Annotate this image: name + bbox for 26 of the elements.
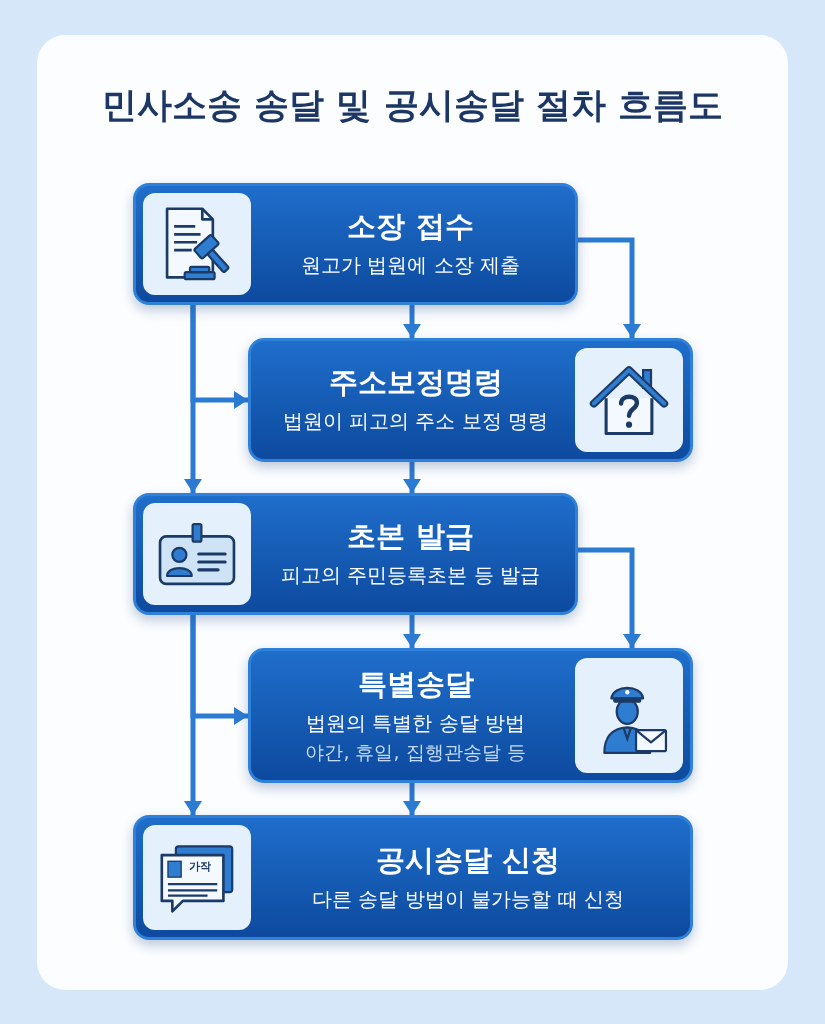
icon-text: 가작 (189, 860, 211, 872)
arrow (184, 305, 202, 493)
step-title: 주소보정명령 (328, 364, 503, 401)
process-box (248, 338, 693, 462)
arrow (403, 305, 421, 338)
step-description: 다른 송달 방법이 불가능할 때 신청 (312, 885, 624, 913)
arrow (403, 462, 421, 493)
arrow (403, 783, 421, 815)
arrow (403, 615, 421, 648)
diagram-title: 민사소송 송달 및 공시송달 절차 흐름도 (101, 84, 724, 127)
arrow (184, 615, 202, 815)
step-title: 공시송달 신청 (375, 841, 561, 878)
step-title: 특별송달 (357, 665, 474, 702)
process-box (133, 815, 693, 940)
arrow (578, 547, 641, 648)
step-description: 법원의 특별한 송달 방법 (305, 709, 526, 737)
arrow (578, 237, 641, 338)
step-note: 야간, 휴일, 집행관송달 등 (305, 740, 526, 766)
step-description: 원고가 법원에 소장 제출 (300, 252, 521, 280)
process-box (133, 493, 578, 615)
process-box (133, 183, 578, 305)
step-title: 초본 발급 (347, 518, 474, 555)
step-title: 소장 접수 (347, 208, 474, 245)
step-description: 법원이 피고의 주소 보정 명령 (282, 408, 549, 436)
step-description: 피고의 주민등록초본 등 발급 (280, 562, 541, 590)
process-box (248, 648, 693, 783)
